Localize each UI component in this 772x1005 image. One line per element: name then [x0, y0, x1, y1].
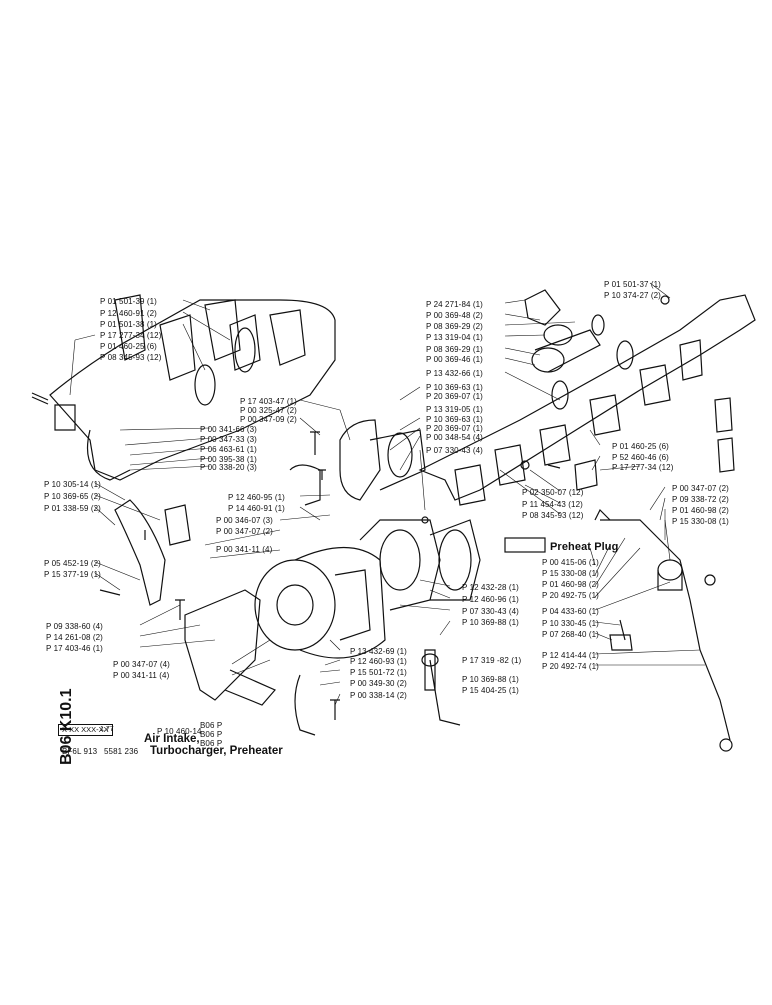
- part-label: P 13 319-04 (1): [426, 333, 483, 342]
- part-label: P 20 492-74 (1): [542, 662, 599, 671]
- part-label: P 07 330-43 (4): [426, 446, 483, 455]
- part-label: P 07 268-40 (1): [542, 630, 599, 639]
- part-label: P 13 432-66 (1): [426, 369, 483, 378]
- part-label: P 01 338-59 (2): [44, 504, 101, 513]
- part-label: P 00 347-07 (4): [113, 660, 170, 669]
- part-label: P 00 349-30 (2): [350, 679, 407, 688]
- part-label: P 01 460-98 (2): [542, 580, 599, 589]
- part-label: P 00 369-48 (2): [426, 311, 483, 320]
- part-label: P 07 330-43 (4): [462, 607, 519, 616]
- variant-3: B06 P: [200, 739, 223, 748]
- part-label: P 10 369-88 (1): [462, 675, 519, 684]
- part-label: P 20 369-07 (1): [426, 424, 483, 433]
- title-line-1: Air Intake,: [144, 733, 200, 745]
- part-number-box: X XX XXX-XX: [58, 724, 113, 736]
- part-label: P 12 432-28 (1): [462, 583, 519, 592]
- part-label: P 00 341-66 (3): [200, 425, 257, 434]
- preheat-plug-label: Preheat Plug: [550, 541, 619, 553]
- part-label: P 52 460-46 (6): [612, 453, 669, 462]
- part-label: P 08 369-29 (2): [426, 322, 483, 331]
- variant-2: B06 P: [200, 730, 223, 739]
- part-label: P 00 341-11 (4): [113, 671, 170, 680]
- part-label: P 00 347-07 (2): [216, 527, 273, 536]
- part-label: P 08 345-93 (12): [100, 353, 162, 362]
- part-label: P 17 403-47 (1): [240, 397, 297, 406]
- part-label: P 00 346-07 (3): [216, 516, 273, 525]
- part-label: P 00 369-46 (1): [426, 355, 483, 364]
- part-label: P 00 338-20 (3): [200, 463, 257, 472]
- part-label: P 00 347-33 (3): [200, 435, 257, 444]
- part-label: P 06 463-61 (1): [200, 445, 257, 454]
- part-label: P 10 305-14 (1): [44, 480, 101, 489]
- part-label: P 20 369-07 (1): [426, 392, 483, 401]
- part-label: P 12 460-96 (1): [462, 595, 519, 604]
- part-label: P 00 415-06 (1): [542, 558, 599, 567]
- part-label: P 11 454-43 (12): [522, 500, 583, 509]
- ref-line: P 10 460-14: [157, 727, 202, 736]
- part-label: P 12 460-93 (1): [350, 657, 407, 666]
- part-label: P 01 460-25 (6): [612, 442, 669, 451]
- part-label: P 10 369-65 (2): [44, 492, 101, 501]
- part-label: P 08 369-29 (1): [426, 345, 483, 354]
- part-label: P 12 460-91 (2): [100, 309, 157, 318]
- part-label: P 17 403-46 (1): [46, 644, 103, 653]
- part-label: P 12 414-44 (1): [542, 651, 599, 660]
- engine-number: 5581 236: [104, 747, 139, 756]
- part-label: P 17 277-34 (12): [100, 331, 162, 340]
- part-label: P 15 404-25 (1): [462, 686, 519, 695]
- part-label: P 10 369-63 (1): [426, 415, 483, 424]
- part-label: P 10 369-63 (1): [426, 383, 483, 392]
- part-label: P 00 338-14 (2): [350, 691, 407, 700]
- part-label: P 17 319 -82 (1): [462, 656, 522, 665]
- part-label: P 09 338-72 (2): [672, 495, 729, 504]
- part-label: P 00 348-54 (4): [426, 433, 483, 442]
- part-label: P 01 501-39 (1): [100, 297, 157, 306]
- part-label: P 10 374-27 (2): [604, 291, 661, 300]
- part-label: P 09 338-60 (4): [46, 622, 103, 631]
- part-label: P 15 377-19 (1): [44, 570, 101, 579]
- part-label: P 00 347-07 (2): [672, 484, 729, 493]
- part-label: P 00 347-09 (2): [240, 415, 297, 424]
- part-label: P 10 369-88 (1): [462, 618, 519, 627]
- part-label: P 13 319-05 (1): [426, 405, 483, 414]
- engine-model: BF6L 913: [62, 747, 98, 756]
- part-label: P 00 395-38 (1): [200, 455, 257, 464]
- part-label: P 00 325-47 (2): [240, 406, 297, 415]
- part-label: P 13 432-69 (1): [350, 647, 407, 656]
- part-label: P 01 460-98 (2): [672, 506, 729, 515]
- part-label: P 01 501-38 (1): [100, 320, 157, 329]
- part-label: P 10 330-45 (1): [542, 619, 599, 628]
- part-label: P 15 501-72 (1): [350, 668, 407, 677]
- part-label: P 08 345-93 (12): [522, 511, 584, 520]
- part-label: P 02 350-07 (12): [522, 488, 584, 497]
- part-label: P 20 492-75 (1): [542, 591, 599, 600]
- part-label: P 14 261-08 (2): [46, 633, 103, 642]
- variant-1: B06 P: [200, 721, 223, 730]
- part-label: P 15 330-08 (1): [542, 569, 599, 578]
- small-code: 1.77: [100, 726, 114, 733]
- part-label: P 01 501-37 (1): [604, 280, 661, 289]
- part-label: P 00 341-11 (4): [216, 545, 273, 554]
- part-label: P 15 330-08 (1): [672, 517, 729, 526]
- part-label: P 12 460-95 (1): [228, 493, 285, 502]
- part-label: P 04 433-60 (1): [542, 607, 599, 616]
- part-label: P 01 460-25 (6): [100, 342, 157, 351]
- part-label: P 24 271-84 (1): [426, 300, 483, 309]
- part-label: P 14 460-91 (1): [228, 504, 285, 513]
- title-line-2: Turbocharger, Preheater: [150, 745, 283, 757]
- part-label: P 17 277-34 (12): [612, 463, 674, 472]
- part-label: P 05 452-19 (2): [44, 559, 101, 568]
